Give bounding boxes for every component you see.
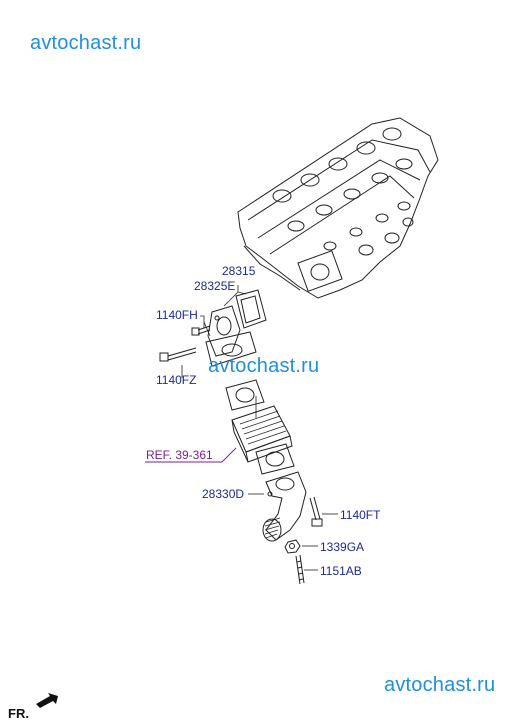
watermark-bottom-right: avtochast.ru	[384, 674, 496, 696]
watermark-center: avtochast.ru	[208, 355, 320, 377]
label-28330d[interactable]: 28330D	[202, 487, 245, 501]
egr-cooler	[231, 405, 293, 463]
label-1140fh[interactable]: 1140FH	[156, 308, 198, 322]
label-1140fz[interactable]: 1140FZ	[156, 373, 197, 387]
gasket-28315	[235, 289, 267, 329]
label-28325e[interactable]: 28325E	[194, 279, 236, 293]
front-direction-label: FR.	[8, 706, 29, 721]
leader-lines	[181, 285, 338, 571]
label-28315[interactable]: 28315	[222, 264, 256, 278]
bolt-1140fz	[159, 347, 197, 362]
elbow-28330d	[262, 471, 307, 542]
label-1140ft[interactable]: 1140FT	[340, 508, 381, 522]
gasket-lower	[255, 443, 295, 475]
bolt-1140ft	[309, 496, 323, 527]
ref-leader	[145, 447, 237, 463]
label-ref-39-361[interactable]: REF. 39-361	[146, 448, 213, 462]
elbow-28325e	[205, 305, 257, 367]
nut-1339ga	[284, 539, 301, 554]
watermark-top-left: avtochast.ru	[30, 32, 142, 54]
cylinder-head	[237, 117, 439, 299]
gasket-lower-upper	[225, 379, 265, 411]
label-1151ab[interactable]: 1151AB	[320, 564, 362, 578]
label-1339ga[interactable]: 1339GA	[320, 540, 365, 554]
stud-1151ab	[295, 554, 305, 585]
head-bosses	[272, 127, 414, 256]
front-arrow-icon	[36, 693, 58, 708]
